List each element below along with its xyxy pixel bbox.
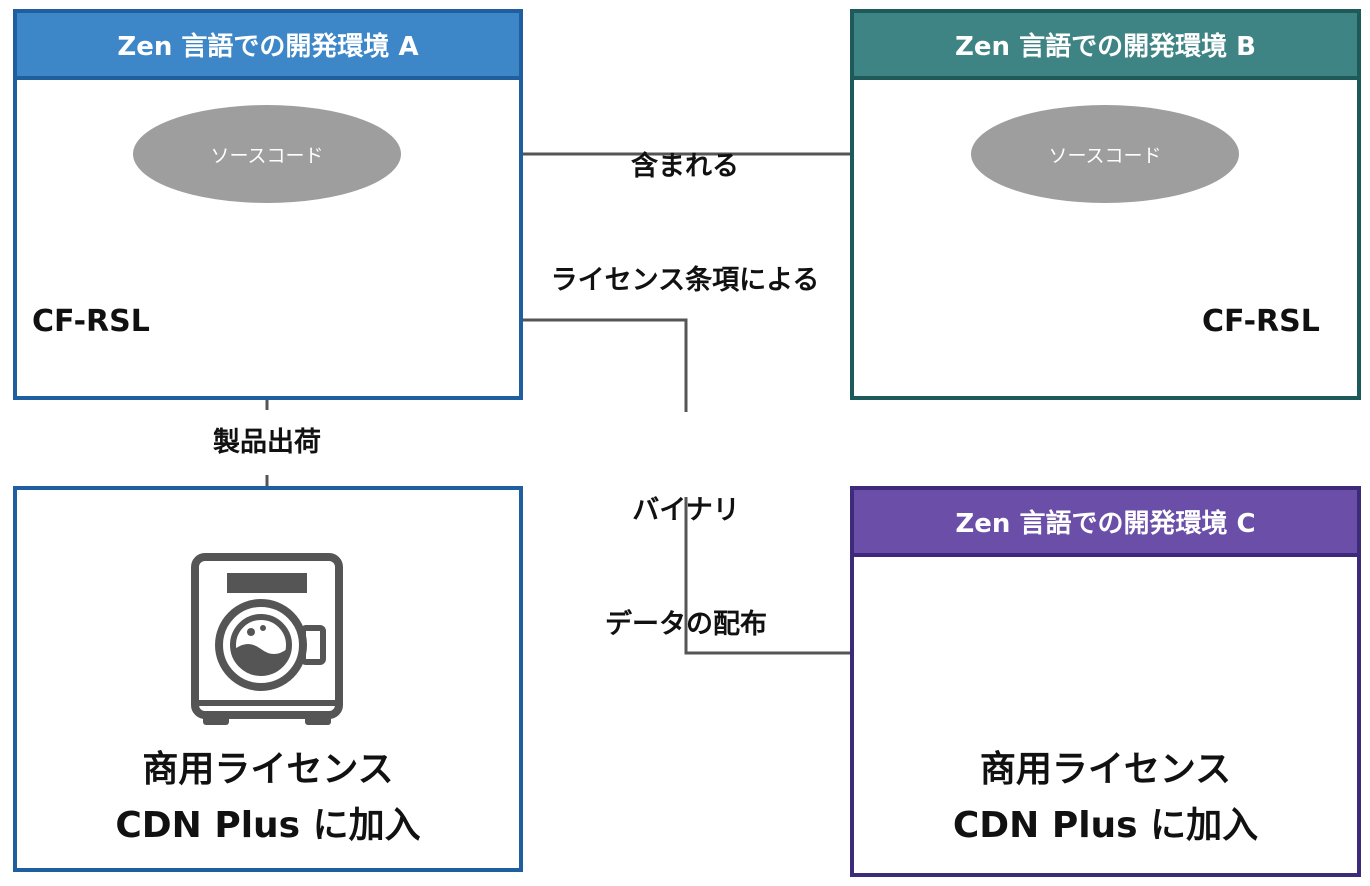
env-b-license-label: CF-RSL — [1202, 304, 1320, 339]
env-c-commercial-l2: CDN Plus に加入 — [952, 805, 1259, 846]
env-c-binary-l1: バイナリ — [1068, 628, 1144, 650]
product-commercial-label: 商用ライセンス CDN Plus に加入 — [17, 742, 519, 854]
env-c-box: Zen 言語での開発環境 C — [850, 486, 1361, 877]
product-commercial-l1: 商用ライセンス — [142, 749, 394, 790]
env-c-commercial-label: 商用ライセンス CDN Plus に加入 — [854, 742, 1357, 854]
edge-label-binary-distribution-l2: データの配布 — [605, 609, 767, 640]
env-b-header: Zen 言語での開発環境 B — [854, 13, 1357, 80]
env-c-header: Zen 言語での開発環境 C — [854, 490, 1357, 557]
env-b-binary-l2: データ — [1077, 325, 1135, 347]
edge-label-binary-distribution: バイナリ データの配布 — [556, 416, 816, 682]
env-a-license-label: CF-RSL — [32, 304, 150, 339]
env-a-header: Zen 言語での開発環境 A — [17, 13, 519, 80]
edge-label-product-shipping: 製品出荷 — [213, 427, 321, 458]
edge-label-binary-distribution-l1: バイナリ — [632, 495, 740, 526]
edge-label-license-terms-l1: 含まれる — [631, 151, 739, 182]
edge-label-license-terms: 含まれる ライセンス条項による — [480, 72, 890, 338]
env-c-binary-l2: データ — [1077, 656, 1135, 678]
env-c-commercial-l1: 商用ライセンス — [979, 749, 1232, 790]
env-a-binary-node: バイナリデータ — [158, 278, 378, 366]
env-a-binary-l1: バイナリ — [230, 297, 306, 319]
product-commercial-l2: CDN Plus に加入 — [115, 805, 421, 846]
env-a-source-node: ソースコード — [133, 105, 401, 203]
env-a-binary-l2: データ — [239, 325, 297, 347]
env-c-binary-node: バイナリデータ — [996, 609, 1216, 697]
env-b-binary-l1: バイナリ — [1068, 297, 1144, 319]
edge-label-license-terms-l2: ライセンス条項による — [550, 265, 820, 296]
env-b-binary-node: バイナリデータ — [996, 278, 1216, 366]
env-b-source-node: ソースコード — [971, 105, 1239, 203]
washing-machine-icon — [191, 553, 343, 725]
